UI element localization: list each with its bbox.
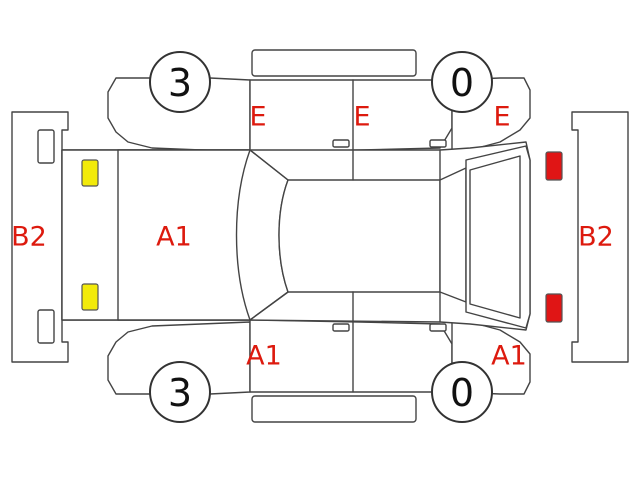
code-front-left-fender: E: [249, 102, 266, 133]
wheel-rear-left-value: 3: [168, 371, 192, 415]
wheel-front-right: 0: [431, 51, 493, 113]
wheel-front-left-value: 3: [168, 61, 192, 105]
code-front-left-door: E: [353, 102, 370, 133]
front-light-top: [81, 159, 99, 187]
code-right-bumper: B2: [578, 222, 614, 253]
code-hood: A1: [156, 222, 192, 253]
code-left-bumper: B2: [11, 222, 47, 253]
code-front-right-fender: A1: [246, 341, 282, 372]
wheel-rear-right-value: 0: [450, 371, 474, 415]
front-light-bottom: [81, 283, 99, 311]
wheel-rear-left: 3: [149, 361, 211, 423]
rear-bumper: [571, 111, 629, 363]
top-side-panels: [107, 49, 531, 153]
code-rear-right-quarter: A1: [491, 341, 527, 372]
car-body-top-view: [61, 141, 531, 331]
wheel-rear-right: 0: [431, 361, 493, 423]
wheel-front-left: 3: [149, 51, 211, 113]
front-bumper: [11, 111, 69, 363]
rear-light-top: [545, 151, 563, 181]
wheel-front-right-value: 0: [450, 61, 474, 105]
code-rear-left-quarter: E: [493, 102, 510, 133]
rear-light-bottom: [545, 293, 563, 323]
